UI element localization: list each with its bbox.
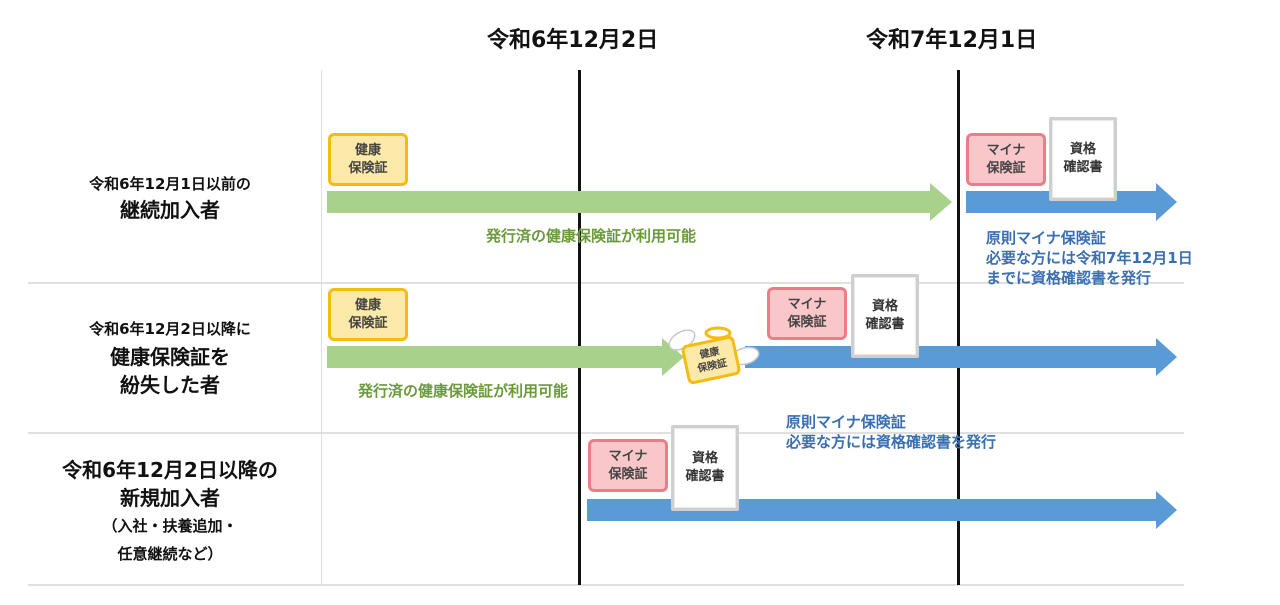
row3-label-line4: 任意継続など）	[117, 545, 223, 563]
row1-blue-note-line2: 必要な方には令和7年12月1日	[986, 249, 1193, 267]
myna-hokensho-card-row2: マイナ保険証	[767, 287, 847, 340]
timeline-marker-2024-12-02	[578, 70, 581, 585]
row1-label-line2: 継続加入者	[120, 198, 220, 222]
row3-label-line2: 新規加入者	[120, 486, 220, 510]
shikaku-kakuninsho-card-row2: 資格確認書	[851, 274, 919, 358]
row2-green-arrow	[327, 338, 684, 376]
kenko-hokensho-card-row2: 健康保険証	[328, 288, 408, 341]
row1-blue-note-line1: 原則マイナ保険証	[986, 229, 1106, 247]
date-header-2025-12-01: 令和7年12月1日	[866, 28, 1038, 53]
row2-blue-arrow	[745, 338, 1177, 376]
row1-blue-note-line3: までに資格確認書を発行	[986, 269, 1152, 287]
row-label-new: 令和6年12月2日以降の 新規加入者 （入社・扶養追加・ 任意継続など）	[40, 456, 300, 568]
label-column-divider	[321, 70, 322, 585]
row2-blue-note: 原則マイナ保険証 必要な方には資格確認書を発行	[786, 412, 996, 452]
row-label-continuing: 令和6年12月1日以前の 継続加入者	[40, 173, 300, 223]
shikaku-kakuninsho-card-row3: 資格確認書	[671, 425, 739, 511]
row2-label-line1: 令和6年12月2日以降に	[89, 320, 251, 338]
row2-label-line2: 健康保険証を	[110, 345, 230, 369]
shikaku-kakuninsho-card-row1: 資格確認書	[1049, 117, 1117, 201]
row-label-lost: 令和6年12月2日以降に 健康保険証を 紛失した者	[40, 315, 300, 399]
date-header-2024-12-02: 令和6年12月2日	[487, 28, 659, 53]
row-separator-2	[28, 432, 1184, 434]
timeline-marker-2025-12-01	[957, 70, 960, 585]
row1-green-arrow	[327, 183, 952, 221]
row-separator-bottom	[28, 584, 1184, 586]
kenko-hokensho-card-row1: 健康保険証	[328, 133, 408, 186]
row1-blue-note: 原則マイナ保険証 必要な方には令和7年12月1日 までに資格確認書を発行	[986, 228, 1193, 288]
myna-hokensho-card-row1: マイナ保険証	[966, 133, 1046, 186]
row2-blue-note-line2: 必要な方には資格確認書を発行	[786, 433, 997, 451]
row2-blue-note-line1: 原則マイナ保険証	[786, 413, 906, 431]
row1-blue-arrow	[966, 183, 1177, 221]
row3-label-line1: 令和6年12月2日以降の	[62, 458, 278, 482]
row-separator-1	[28, 282, 1184, 284]
row2-green-note: 発行済の健康保険証が利用可能	[358, 382, 569, 400]
myna-hokensho-card-row3: マイナ保険証	[588, 439, 668, 492]
row1-green-note: 発行済の健康保険証が利用可能	[486, 227, 697, 245]
row2-label-line3: 紛失した者	[120, 373, 220, 397]
row3-label-line3: （入社・扶養追加・	[102, 517, 238, 535]
row1-label-line1: 令和6年12月1日以前の	[89, 175, 251, 193]
